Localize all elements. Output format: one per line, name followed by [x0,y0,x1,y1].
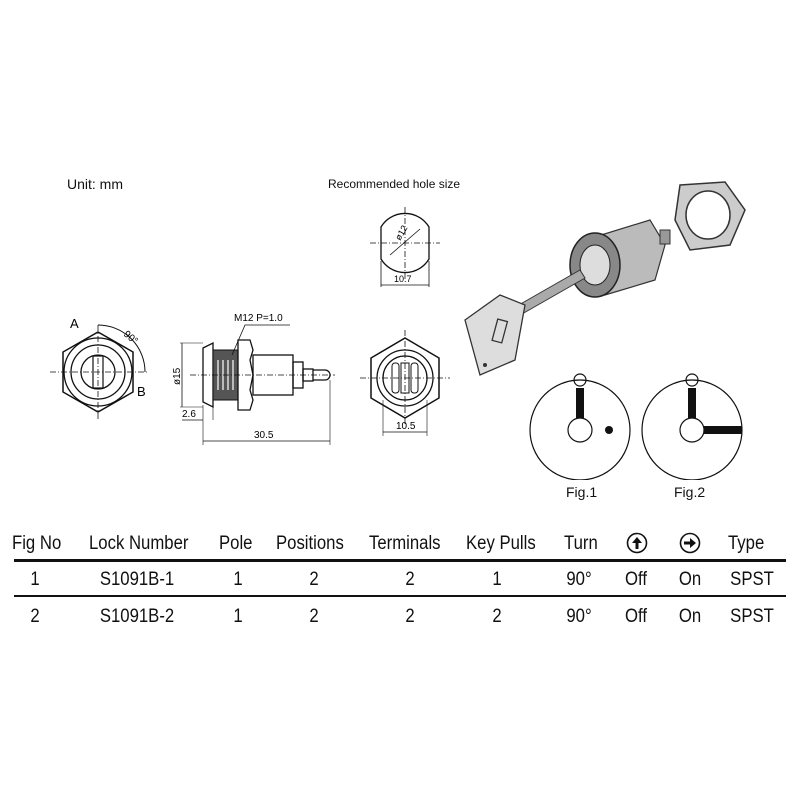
cell-fig-no: 1 [30,569,40,590]
hole-size-title: Recommended hole size [328,177,461,191]
cell-pole: 1 [233,606,243,627]
header-lock-number: Lock Number [89,533,189,554]
side-view-drawing: ø15 M12 P=1.0 2.6 30.5 [172,313,335,445]
thread-label: M12 P=1.0 [234,313,283,324]
position-a-label: A [70,316,79,331]
flange-diameter-label: ø15 [172,367,183,385]
cell-pole: 1 [233,569,243,590]
header-terminals: Terminals [369,533,441,554]
front-view-drawing: A B 90° [50,316,148,420]
header-key-pulls: Key Pulls [466,533,536,554]
row-divider [14,595,786,597]
cell-terminals: 2 [405,569,415,590]
cell-turn: 90° [566,569,592,590]
cell-up-state: Off [625,606,647,627]
position-b-label: B [137,384,146,399]
cell-right-state: On [678,606,702,627]
hole-width-label: 10.7 [394,274,412,284]
hole-size-drawing: ø12 10.7 [370,207,440,287]
header-type: Type [728,533,765,554]
cell-up-state: Off [625,569,647,590]
hole-diameter-label: ø12 [393,224,409,242]
cell-turn: 90° [566,606,592,627]
cell-type: SPST [730,606,774,627]
cell-key-pulls: 1 [492,569,502,590]
header-divider [14,559,786,562]
hex-width-label: 10.5 [396,421,416,432]
cell-terminals: 2 [405,606,415,627]
fig1-label: Fig.1 [566,484,598,500]
flange-thickness-label: 2.6 [182,409,196,420]
fig2-diagram [641,373,743,480]
cell-positions: 2 [309,606,319,627]
fig1-diagram [529,373,631,480]
up-arrow-icon [626,532,648,554]
angle-label: 90° [121,329,140,347]
cell-right-state: On [678,569,702,590]
header-turn: Turn [564,533,598,554]
cell-lock-number: S1091B-1 [99,569,175,590]
key-face-drawing: 10.5 [360,330,450,436]
fig2-label: Fig.2 [674,484,706,500]
header-fig-no: Fig No [12,533,62,554]
cell-lock-number: S1091B-2 [99,606,175,627]
cell-positions: 2 [309,569,319,590]
cell-fig-no: 2 [30,606,40,627]
length-label: 30.5 [254,430,274,441]
cell-type: SPST [730,569,774,590]
product-illustration [464,181,746,376]
right-arrow-icon [679,532,701,554]
unit-label: Unit: mm [67,176,123,192]
cell-key-pulls: 2 [492,606,502,627]
header-pole: Pole [219,533,253,554]
header-positions: Positions [276,533,344,554]
